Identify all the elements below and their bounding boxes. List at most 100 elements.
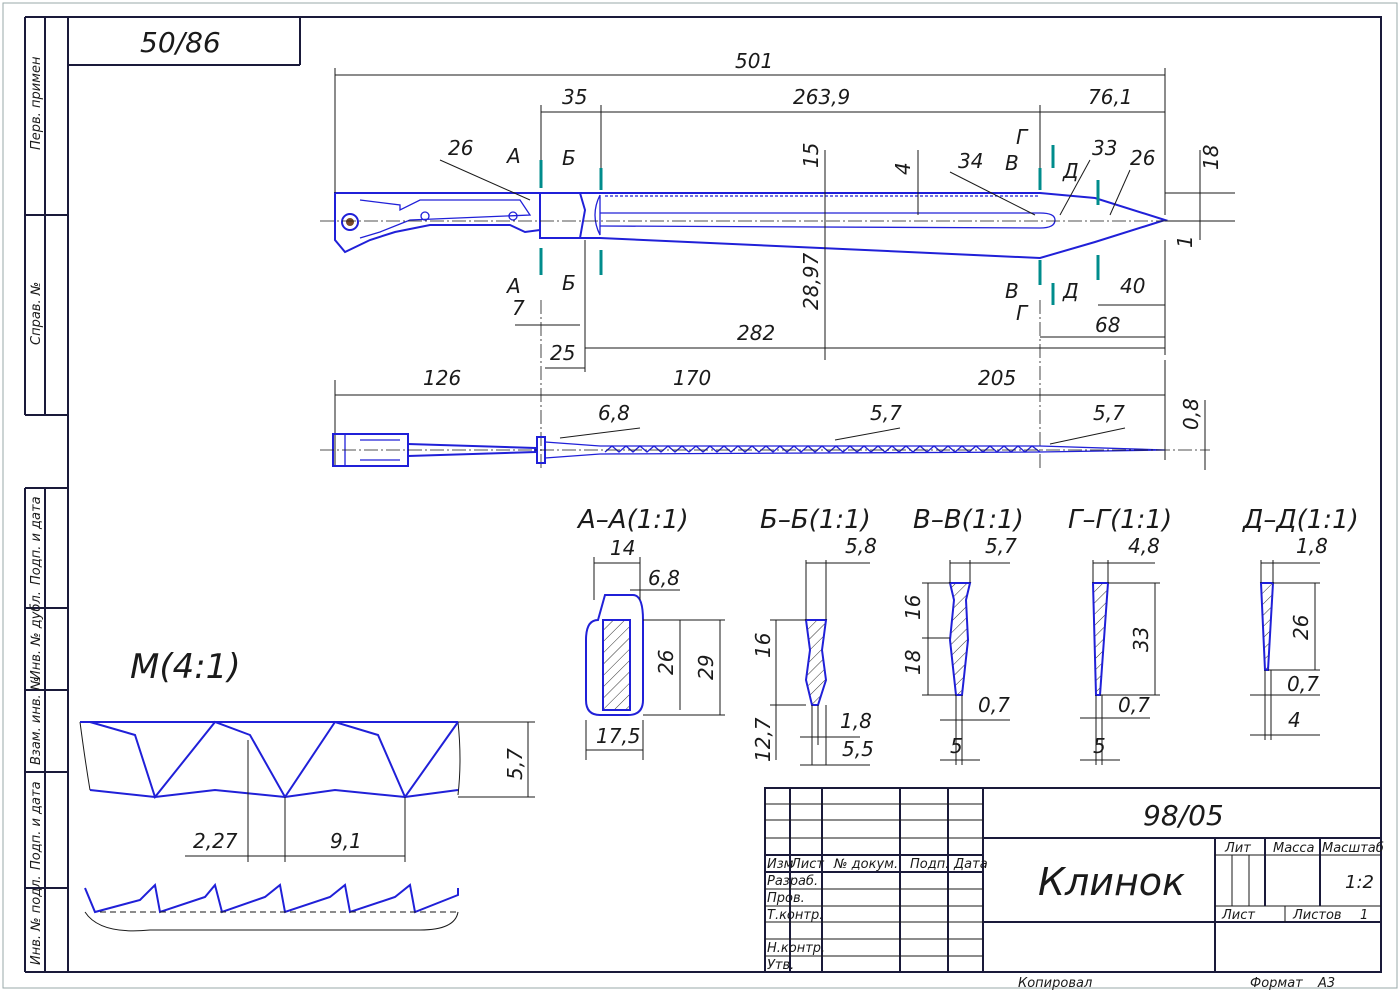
section-vv-h1: 16: [901, 595, 925, 620]
section-aa-top: 14: [610, 536, 635, 560]
cut-b-top: Б: [562, 146, 576, 170]
tb-scale-label: Масштаб: [1322, 841, 1384, 856]
section-bb-title: Б–Б(1:1): [760, 505, 871, 535]
knife-top-view: 6,8 5,7 5,7 0,8: [320, 398, 1210, 470]
cut-markers: А А Б Б В В Г Г Д Д: [505, 125, 1100, 325]
section-bb-h1: 16: [751, 633, 775, 658]
tb-doc-no: № докум.: [833, 857, 898, 872]
dim-18: 18: [1199, 145, 1223, 170]
tb-tkontr: Т.контр.: [767, 908, 823, 923]
tb-nkontr: Н.контр.: [767, 941, 825, 956]
tb-utv: Утв.: [767, 958, 794, 973]
dim-28-97: 28,97: [799, 252, 823, 310]
cut-a-bottom: А: [505, 274, 521, 298]
tb-sheets-label: Листов: [1292, 908, 1342, 923]
section-dd-top: 1,8: [1296, 534, 1328, 558]
section-vv: В–В(1:1) 5,7 16 18 0,7 5: [901, 505, 1024, 765]
dim-40: 40: [1120, 274, 1145, 298]
detail-m-title: М(4:1): [130, 647, 241, 687]
dim-68: 68: [1095, 313, 1120, 337]
tb-data: Дата: [953, 857, 988, 872]
podp-data-label-2: Подп. и дата: [29, 781, 44, 870]
dim-126: 126: [423, 366, 461, 390]
section-aa-h2: 29: [694, 655, 718, 680]
section-vv-w2: 5: [950, 734, 963, 758]
section-aa-h1: 26: [654, 650, 678, 675]
section-gg: Г–Г(1:1) 4,8 33 0,7 5: [1068, 505, 1172, 765]
drawing-title: Клинок: [1038, 860, 1185, 904]
format-value: A3: [1317, 976, 1335, 991]
detail-m-w1: 2,27: [193, 829, 238, 853]
section-gg-w1: 0,7: [1118, 693, 1150, 717]
format-label: Формат: [1250, 976, 1303, 991]
section-vv-top: 5,7: [985, 534, 1017, 558]
section-aa: А–А(1:1) 14 6,8 26 29 17,5: [576, 505, 725, 760]
tb-list: Лист: [790, 857, 824, 872]
dim-35: 35: [562, 85, 587, 109]
dim-4: 4: [891, 162, 915, 175]
cut-v-top: В: [1005, 151, 1019, 175]
dim-263-9: 263,9: [793, 85, 850, 109]
section-aa-bottom: 17,5: [596, 724, 641, 748]
dim-26-right: 26: [1130, 146, 1155, 170]
doc-number-top: 50/86: [140, 26, 221, 59]
cut-b-bottom: Б: [562, 271, 576, 295]
copied-label: Копировал: [1018, 976, 1092, 991]
dim-6-8: 6,8: [598, 401, 630, 425]
cut-a-top: А: [505, 144, 521, 168]
inv-podl-label: Инв. № подл.: [29, 875, 44, 965]
section-bb-w1: 1,8: [840, 709, 872, 733]
dim-33: 33: [1092, 136, 1117, 160]
section-dd: Д–Д(1:1) 1,8 26 0,7 4: [1242, 505, 1359, 740]
inv-dubl-label: Инв. № дубл.: [29, 591, 44, 680]
dim-5-7-b: 5,7: [1093, 401, 1125, 425]
tb-lit-label: Лит: [1224, 841, 1251, 856]
tb-razrab: Разраб.: [767, 874, 818, 889]
dim-76-1: 76,1: [1088, 85, 1133, 109]
cut-g-top: Г: [1016, 125, 1029, 149]
dim-15: 15: [799, 143, 823, 168]
section-dd-h1: 26: [1289, 615, 1313, 640]
section-bb: Б–Б(1:1) 5,8 16 12,7 1,8 5,5: [751, 505, 877, 766]
tb-mass-label: Масса: [1273, 841, 1314, 856]
perv-primen-label: Перв. примен: [29, 56, 44, 150]
tb-izm: Изм: [767, 857, 794, 872]
cut-v-bottom: В: [1005, 279, 1019, 303]
doc-code: 98/05: [1143, 799, 1224, 832]
section-aa-t2: 6,8: [648, 566, 680, 590]
podp-data-label-1: Подп. и дата: [29, 496, 44, 585]
detail-m: М(4:1) 5,7 2,27 9,1: [79, 647, 535, 932]
detail-m-h: 5,7: [503, 748, 527, 780]
dim-205: 205: [978, 366, 1016, 390]
section-vv-h2: 18: [901, 650, 925, 675]
dim-7: 7: [512, 296, 525, 320]
section-bb-w2: 5,5: [842, 737, 874, 761]
section-gg-h1: 33: [1129, 627, 1153, 652]
dim-overall: 501: [735, 49, 773, 73]
cut-g-bottom: Г: [1016, 301, 1029, 325]
tb-sheets-value: 1: [1360, 908, 1368, 923]
dim-282: 282: [737, 321, 775, 345]
section-bb-h2: 12,7: [751, 717, 775, 762]
section-vv-w1: 0,7: [978, 693, 1010, 717]
section-dd-w1: 0,7: [1287, 672, 1319, 696]
tb-podp: Подп.: [910, 857, 949, 872]
tb-scale-value: 1:2: [1345, 872, 1374, 893]
dim-0-8: 0,8: [1179, 398, 1203, 430]
dim-25: 25: [550, 341, 575, 365]
knife-main-view: [320, 192, 1200, 260]
section-dd-w2: 4: [1288, 708, 1301, 732]
section-vv-title: В–В(1:1): [913, 505, 1024, 535]
vzam-inv-label: Взам. инв. №: [29, 677, 44, 765]
section-aa-title: А–А(1:1): [576, 505, 689, 535]
tb-sheet-label: Лист: [1221, 908, 1255, 923]
dim-1: 1: [1173, 235, 1197, 248]
section-bb-top: 5,8: [845, 534, 877, 558]
side-stamp: Перв. примен Справ. № Подп. и дата Инв. …: [24, 16, 68, 973]
main-dimensions: 501 35 263,9 76,1 26 15 28,97 4 34 33 26…: [334, 49, 1235, 470]
doc-number-box: 50/86: [68, 17, 301, 66]
cut-d-top: Д: [1062, 159, 1079, 183]
dim-34: 34: [958, 149, 983, 173]
